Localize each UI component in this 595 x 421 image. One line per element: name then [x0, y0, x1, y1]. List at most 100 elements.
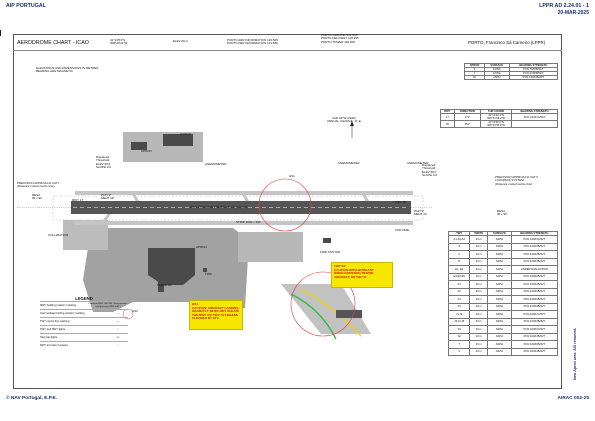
legend-label: TWY and RWY lights: [40, 328, 66, 331]
cell: PCN 100/F/B/W/T: [510, 340, 559, 349]
chart-frame: [13, 34, 562, 389]
cell: PCN 100/F/B/W/T: [510, 302, 559, 311]
resa-line: 90 x 90: [497, 212, 507, 217]
pa-line: PRECISION APPROACH CAT I: [17, 181, 60, 185]
inset-yellow-line: [300, 288, 362, 337]
legend-symbol-dot: •: [117, 328, 119, 331]
cell: C: [447, 250, 471, 259]
resa-west: RESA 90 x 90: [32, 193, 42, 201]
anemometer-west-label: ANEMOMETER: [205, 162, 227, 166]
pa-line: (Distance coded centre line): [17, 184, 55, 189]
cell: F4: [447, 302, 471, 311]
hs-line: ON RWY17, MUST NOT VACATE: [192, 309, 240, 314]
legend-label: Intermediate holding position marking: [40, 312, 85, 315]
side-note-text: New Apron area: AIS removed.: [573, 327, 577, 380]
taxiway-table: TWY WIDTH SURFACE BEARING STRENGTH A1,A2…: [447, 231, 559, 356]
runway-designation-label: RWY 17/35 3480 x 45 Bituminous (asphalt): [190, 205, 248, 209]
precision-approach-east: PRECISION APPROACH CAT II LOW-PASS SYSTE…: [495, 175, 538, 186]
page-reference: LPPR AD 2.24.01 - 1: [539, 3, 589, 9]
cell: ASPH: [487, 332, 512, 341]
cell: ASPH: [487, 325, 512, 334]
strip-label: STRIP 3600 x 300: [236, 220, 261, 224]
taxiway-table-header: TWY WIDTH SURFACE BEARING STRENGTH: [447, 231, 559, 236]
cell: 351°: [453, 120, 482, 128]
inset-pavement: [281, 284, 371, 334]
terminal-label: TERMINAL: [157, 283, 173, 287]
cell: ASPH: [487, 302, 512, 311]
runway-table-header: RWY DIRECTION THR COORD BEARING STRENGTH: [440, 109, 558, 114]
cell: ASPH: [487, 235, 512, 244]
vor-dme-label: VOR DME: [395, 228, 410, 232]
cell: 23 m: [469, 272, 489, 281]
cell: ASPH: [487, 310, 512, 319]
cell: 171°: [453, 113, 482, 121]
runway-table: RWY DIRECTION THR COORD BEARING STRENGTH…: [440, 109, 558, 128]
cell: [511, 120, 558, 128]
legend-symbol-line: —: [116, 320, 120, 323]
delivery-frequency: PORTO DELIVERY 118.935: [321, 36, 359, 41]
hotspot-hs2-note: TWY E2 CAUTION WITH JETBLAST WHEN CROSSI…: [331, 262, 393, 288]
cell: PCN 100/F/B/W/T: [510, 317, 559, 326]
cell: F2: [447, 287, 471, 296]
legend-symbol-hotspot: ○: [117, 344, 119, 347]
precision-approach-west: PRECISION APPROACH CAT I (Distance coded…: [17, 181, 60, 189]
ground-frequency: PORTO GROUND 121.945: [321, 33, 358, 37]
cell: ASPH: [487, 257, 512, 266]
cell: ASPH: [487, 272, 512, 281]
legend-row: RWY incursion Hotspot○: [40, 341, 128, 349]
cell: 23 m: [469, 310, 489, 319]
elevation-note: ELEVATIONS AND DIMENSIONS IN METRES BEAR…: [36, 66, 98, 74]
cell: 23 m: [469, 325, 489, 334]
cell: ASPH: [487, 317, 512, 326]
cell: 23 m: [469, 242, 489, 251]
legend-row: Stop bar lights•••: [40, 333, 128, 341]
cargo-building: [163, 134, 193, 146]
resa-line: 90 x 90: [32, 196, 42, 201]
dt-line: Displaced: [96, 155, 110, 159]
dt-line: Threshold: [96, 158, 110, 163]
hotspot-hs2-ring: [122, 308, 134, 320]
cell: ASPH: [487, 287, 512, 296]
hs-line: CAUTION WITH JETBLAST: [334, 267, 374, 272]
hs-line: WHEN CROSSING BEHIND: [334, 271, 374, 276]
cell: PCN 100/F/B/W/T: [510, 295, 559, 304]
legend-row: Intermediate holding position marking- -…: [40, 309, 128, 317]
cell: 23 m: [469, 295, 489, 304]
cell: 23 m: [469, 280, 489, 289]
inset-hotspot-ring: [290, 271, 356, 337]
variation-line2: ANNUAL CHANGE: 11' E: [327, 119, 361, 124]
cell: PCN 100/F/C/W/T: [510, 325, 559, 334]
cell: PCN 100/F/B/W/T: [510, 347, 559, 356]
hs-line: HS1: [192, 302, 199, 306]
cell: PCN 100/F/C/W/T: [511, 113, 558, 121]
page-marker: [0, 30, 1, 36]
cell: F3: [447, 295, 471, 304]
terminal-pier: [158, 268, 164, 292]
cell: PCN 130/F/B/W/T: [508, 75, 559, 80]
hs-line: TWY E2: [334, 264, 346, 268]
legend-label: Stop bar lights: [40, 336, 58, 339]
cell: PCN 100/F/B/W/T: [510, 287, 559, 296]
elevation-note-line2: BEARING ARE MAGNETIC: [36, 69, 74, 74]
cell: PCN 100/F/B/W/T: [510, 332, 559, 341]
cell: 23 m: [469, 265, 489, 274]
dep-frequency: PORTO DEP INFORMATION 121.680: [227, 41, 278, 46]
dt-line: SLOPE 0.0: [96, 165, 112, 170]
copyright: © NAV Portugal, E.P.E.: [6, 396, 58, 401]
aerodrome-elevation: ELEV 69 m: [173, 39, 189, 43]
anemometer-east-label: ANEMOMETER: [407, 161, 429, 165]
